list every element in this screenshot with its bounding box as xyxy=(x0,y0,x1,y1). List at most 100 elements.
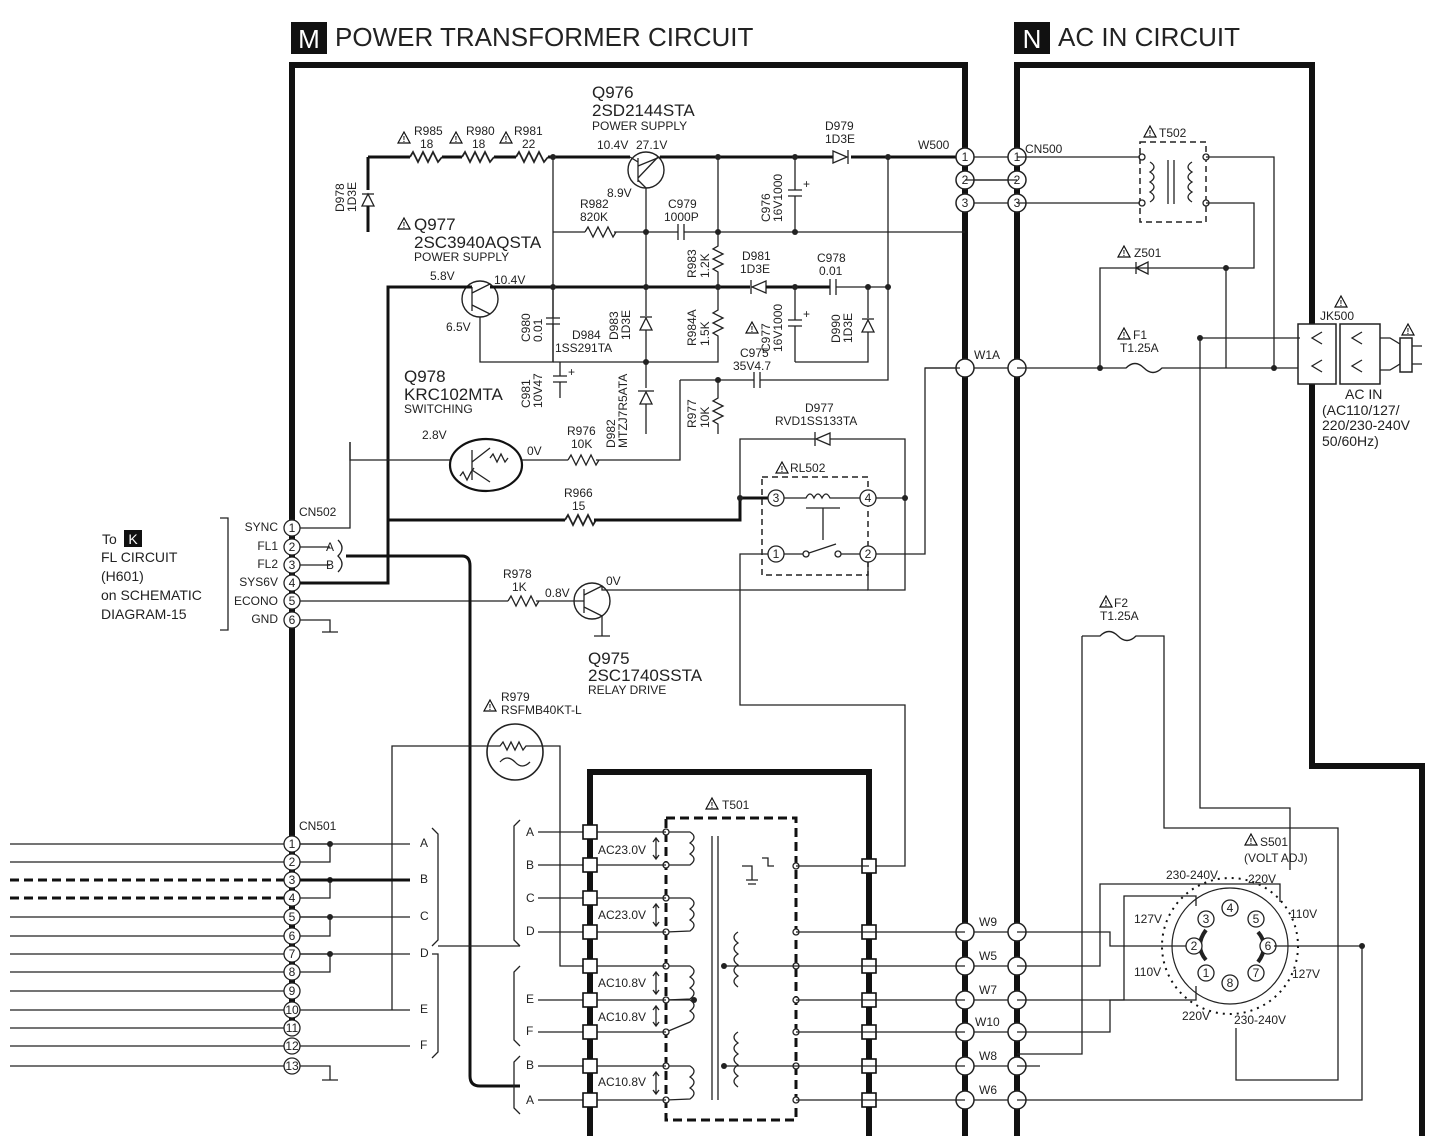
svg-text:SWITCHING: SWITCHING xyxy=(404,402,473,416)
d977-diode: D977 RVD1SS133TA xyxy=(739,401,906,498)
cn501-pin-number: 7 xyxy=(289,947,296,961)
s501-pin xyxy=(1247,964,1265,982)
svg-text:+: + xyxy=(803,307,810,321)
d984-diode: D984 1SS291TA xyxy=(555,328,612,355)
svg-text:10K: 10K xyxy=(571,437,592,451)
svg-text:on SCHEMATIC: on SCHEMATIC xyxy=(101,587,202,603)
svg-text:3: 3 xyxy=(773,491,780,505)
svg-text:0V: 0V xyxy=(527,444,542,458)
svg-text:5.8V: 5.8V xyxy=(430,269,455,283)
svg-text:KRC102MTA: KRC102MTA xyxy=(404,385,504,404)
w500-pin-number: 3 xyxy=(962,196,969,210)
t502-transformer: T502 xyxy=(1138,125,1210,223)
svg-text:A: A xyxy=(326,540,334,554)
svg-text:6: 6 xyxy=(289,613,296,627)
c977-capacitor: + C977 16V1000 xyxy=(745,287,810,362)
svg-text:+: + xyxy=(568,365,575,379)
svg-text:T1.25A: T1.25A xyxy=(1100,609,1139,623)
t501-left-pin xyxy=(582,1058,598,1074)
t501-output-terminals xyxy=(792,858,877,1108)
svg-text:1: 1 xyxy=(289,521,296,535)
svg-text:D990: D990 xyxy=(829,314,843,343)
cn501-pin-number: 9 xyxy=(289,984,296,998)
c980-capacitor: C980 0.01 xyxy=(519,287,560,362)
svg-text:10V47: 10V47 xyxy=(531,373,545,408)
svg-text:D981: D981 xyxy=(742,249,771,263)
c978-capacitor: C978 0.01 xyxy=(817,251,888,295)
svg-text:Z501: Z501 xyxy=(1134,246,1162,260)
svg-text:W5: W5 xyxy=(979,949,997,963)
svg-text:230-240V: 230-240V xyxy=(1234,1013,1286,1027)
cn501-connector: CN501 xyxy=(299,819,337,833)
svg-text:10K: 10K xyxy=(698,407,712,428)
svg-text:27.1V: 27.1V xyxy=(636,138,667,152)
s501-pin-number: 3 xyxy=(1203,912,1210,926)
svg-text:CN502: CN502 xyxy=(299,505,337,519)
s501-pin-number: 6 xyxy=(1265,939,1272,953)
svg-text:2SC3940AQSTA: 2SC3940AQSTA xyxy=(414,233,542,252)
svg-text:(VOLT ADJ): (VOLT ADJ) xyxy=(1244,851,1308,865)
cn502-connector: CN502 1 2 3 4 5 6 SYNC FL1 FL2 SYS6V ECO… xyxy=(234,505,337,629)
svg-text:1K: 1K xyxy=(512,580,527,594)
rl502-relay: 3 4 1 2 RL502 xyxy=(761,461,877,576)
svg-text:2.8V: 2.8V xyxy=(422,428,447,442)
s501-pin-number: 4 xyxy=(1227,901,1234,915)
svg-text:T501: T501 xyxy=(722,798,750,812)
svg-text:Q977: Q977 xyxy=(414,215,456,234)
svg-text:W8: W8 xyxy=(979,1049,997,1063)
svg-text:3: 3 xyxy=(289,558,296,572)
svg-text:4: 4 xyxy=(865,491,872,505)
c976-capacitor: + C976 16V1000 xyxy=(759,157,810,232)
t501-left-pin xyxy=(582,857,598,873)
svg-text:F1: F1 xyxy=(1133,328,1147,342)
svg-text:N: N xyxy=(1023,24,1042,54)
cn501-pin-number: 4 xyxy=(289,891,296,905)
svg-text:AC IN: AC IN xyxy=(1345,386,1382,402)
svg-text:To: To xyxy=(102,531,117,547)
z501-surge: Z501 xyxy=(1117,245,1162,276)
cn501-pin-number: 6 xyxy=(289,929,296,943)
svg-text:127V: 127V xyxy=(1292,967,1320,981)
svg-text:D983: D983 xyxy=(607,311,621,340)
svg-text:8.9V: 8.9V xyxy=(607,186,632,200)
svg-text:K: K xyxy=(128,531,138,547)
svg-text:POWER SUPPLY: POWER SUPPLY xyxy=(592,119,687,133)
svg-text:SYS6V: SYS6V xyxy=(239,575,278,589)
svg-text:220/230-240V: 220/230-240V xyxy=(1322,417,1411,433)
svg-text:0V: 0V xyxy=(606,574,621,588)
svg-text:10.4V: 10.4V xyxy=(494,273,525,287)
svg-text:SYNC: SYNC xyxy=(245,520,279,534)
jk500-ac-jack: JK500 AC IN (AC110/127/ 220/230-240V 50/… xyxy=(1297,295,1422,449)
svg-text:C980: C980 xyxy=(519,313,533,342)
svg-text:CN500: CN500 xyxy=(1025,142,1063,156)
svg-text:T502: T502 xyxy=(1159,126,1187,140)
svg-text:C981: C981 xyxy=(519,379,533,408)
svg-text:A: A xyxy=(420,836,428,850)
svg-text:W500: W500 xyxy=(918,138,950,152)
svg-text:B: B xyxy=(420,872,428,886)
svg-text:F2: F2 xyxy=(1114,596,1128,610)
svg-text:1000P: 1000P xyxy=(664,210,699,224)
svg-text:C: C xyxy=(420,909,429,923)
t501-board-border xyxy=(587,769,872,1136)
svg-text:0.01: 0.01 xyxy=(819,264,843,278)
svg-text:6.5V: 6.5V xyxy=(446,320,471,334)
svg-text:M: M xyxy=(298,24,320,54)
svg-text:S501: S501 xyxy=(1260,835,1288,849)
svg-text:B: B xyxy=(326,558,334,572)
voltage-arrow xyxy=(652,1070,660,1096)
d978-diode: D978 1D3E xyxy=(333,157,376,232)
cn501-pin xyxy=(283,1019,301,1037)
t501-transformer: T501 AC23.0V AC23.0V AC10.8V AC10.8V AC1… xyxy=(598,797,798,1122)
svg-text:FL2: FL2 xyxy=(257,557,278,571)
svg-text:A: A xyxy=(526,825,534,839)
svg-text:D977: D977 xyxy=(805,401,834,415)
svg-text:1D3E: 1D3E xyxy=(841,313,855,343)
svg-text:RL502: RL502 xyxy=(790,461,826,475)
svg-text:C978: C978 xyxy=(817,251,846,265)
r977-resistor: R977 10K xyxy=(685,380,725,434)
svg-text:FL1: FL1 xyxy=(257,539,278,553)
s501-pin-number: 2 xyxy=(1191,939,1198,953)
t501-left-pin xyxy=(582,924,598,940)
cn501-pin-number: 10 xyxy=(285,1003,299,1017)
